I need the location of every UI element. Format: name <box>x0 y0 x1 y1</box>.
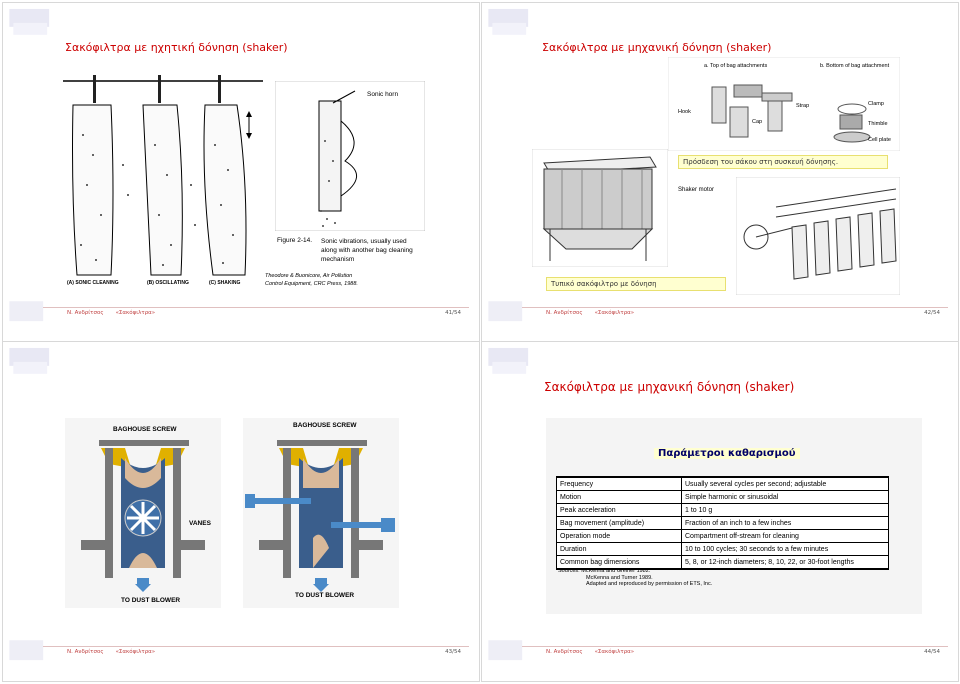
strap-label: Strap <box>796 103 810 109</box>
slide-title: Σακόφιλτρα με μηχανική δόνηση (shaker) <box>544 380 795 394</box>
reference-text: Theodore & Buonicore, Air Pollution Cont… <box>265 273 358 287</box>
param-value-cell: Fraction of an inch to a few inches <box>681 516 889 530</box>
param-value-cell: Compartment off-stream for cleaning <box>681 529 889 543</box>
param-name-cell: Bag movement (amplitude) <box>556 516 682 530</box>
param-value-cell: Simple harmonic or sinusoidal <box>681 490 889 504</box>
caption-sonic-cleaning: (A) SONIC CLEANING <box>67 280 119 286</box>
footer-page: 41/54 <box>445 310 461 316</box>
cell-plate-label: Cell plate <box>868 137 891 143</box>
params-title: Παράμετροι καθαρισμού <box>654 448 800 459</box>
slide-decoration <box>488 347 529 661</box>
vanes-label: VANES <box>189 520 211 527</box>
param-value-cell: 1 to 10 g <box>681 503 889 517</box>
param-value-cell: 5, 8, or 12-inch diameters; 8, 10, 22, o… <box>681 555 889 570</box>
blower-label-left: TO DUST BLOWER <box>121 597 181 604</box>
param-name-cell: Common bag dimensions <box>556 555 682 570</box>
footer-page: 43/54 <box>445 649 461 655</box>
sonic-horn-figure <box>275 81 425 231</box>
slide-decoration <box>488 8 529 322</box>
slide-43: BAGHOUSE SCREW VANES TO DUST BLOWER BAGH… <box>2 341 480 682</box>
footer-line <box>43 307 469 308</box>
footer: Ν. Ανδρίτσος «Σακόφιλτρα» 44/54 <box>546 649 940 655</box>
slide-title: Σακόφιλτρα με μηχανική δόνηση (shaker) <box>542 41 772 54</box>
blower-label-right: TO DUST BLOWER <box>295 592 355 599</box>
figure-number: Figure 2-14. <box>277 237 313 244</box>
slide-41: Σακόφιλτρα με ηχητική δόνηση (shaker) (A… <box>2 2 480 343</box>
footer-author: Ν. Ανδρίτσος <box>546 310 583 316</box>
sources: Sources: McKenna and Greiner 1982. McKen… <box>558 568 712 588</box>
shaker-motor-label: Shaker motor <box>678 187 715 193</box>
baghouse-screw-shaker-diagram <box>243 418 399 608</box>
param-name-cell: Motion <box>556 490 682 504</box>
slide-decoration <box>9 347 50 661</box>
screw-label-left: BAGHOUSE SCREW <box>113 426 177 433</box>
param-name-cell: Peak acceleration <box>556 503 682 517</box>
attach-caption: Πρόσδεση του σάκου στη συσκευή δόνησης. <box>678 155 888 169</box>
param-name-cell: Operation mode <box>556 529 682 543</box>
footer-topic: «Σακόφιλτρα» <box>594 310 635 316</box>
source-line: McKenna and Turner 1989. <box>586 574 653 581</box>
shaker-baghouse-figure <box>532 149 668 267</box>
figure-text: Sonic vibrations, usually used along wit… <box>321 238 413 263</box>
hook-label: Hook <box>678 109 691 115</box>
baghouse-screw-vanes-diagram <box>65 418 221 608</box>
thimble-label: Thimble <box>868 121 888 127</box>
clamp-label: Clamp <box>868 101 884 107</box>
source-line: Sources: McKenna and Greiner 1982. <box>558 568 651 574</box>
caption-oscillating: (B) OSCILLATING <box>147 280 189 286</box>
sonic-horn-label: Sonic horn <box>367 91 399 98</box>
shaker-mechanism-figure <box>736 177 900 295</box>
footer-topic: «Σακόφιλτρα» <box>115 649 156 655</box>
slide-42: Σακόφιλτρα με μηχανική δόνηση (shaker) a… <box>481 2 959 343</box>
footer: Ν. Ανδρίτσος «Σακόφιλτρα» 42/54 <box>546 310 940 316</box>
typical-caption: Τυπικό σακόφιλτρο με δόνηση <box>546 277 726 291</box>
footer-author: Ν. Ανδρίτσος <box>67 649 104 655</box>
screw-label-right: BAGHOUSE SCREW <box>293 422 357 429</box>
slide-44: Σακόφιλτρα με μηχανική δόνηση (shaker) Π… <box>481 341 959 682</box>
sonic-bags-figure <box>63 75 263 295</box>
footer-line <box>43 646 469 647</box>
slide-title: Σακόφιλτρα με ηχητική δόνηση (shaker) <box>65 41 288 54</box>
footer-line <box>522 307 948 308</box>
param-value-cell: 10 to 100 cycles; 30 seconds to a few mi… <box>681 542 889 556</box>
footer-author: Ν. Ανδρίτσος <box>67 310 104 316</box>
footer-topic: «Σακόφιλτρα» <box>115 310 156 316</box>
param-name-cell: Duration <box>556 542 682 556</box>
table-row: Bag movement (amplitude)Fraction of an i… <box>556 516 889 530</box>
caption-shaking: (C) SHAKING <box>209 280 241 286</box>
footer-page: 44/54 <box>924 649 940 655</box>
source-line: Adapted and reproduced by permission of … <box>586 581 713 587</box>
bag-attachment-figure <box>668 57 900 151</box>
footer-line <box>522 646 948 647</box>
footer: Ν. Ανδρίτσος «Σακόφιλτρα» 41/54 <box>67 310 461 316</box>
param-name-cell: Frequency <box>556 476 682 491</box>
footer-author: Ν. Ανδρίτσος <box>546 649 583 655</box>
param-value-cell: Usually several cycles per second; adjus… <box>681 476 889 491</box>
cap-label: Cap <box>752 119 763 125</box>
top-attach-label: a. Top of bag attachments <box>704 63 768 69</box>
footer-page: 42/54 <box>924 310 940 316</box>
slide-decoration <box>9 8 50 322</box>
footer-topic: «Σακόφιλτρα» <box>594 649 635 655</box>
footer: Ν. Ανδρίτσος «Σακόφιλτρα» 43/54 <box>67 649 461 655</box>
bottom-attach-label: b. Bottom of bag attachment <box>820 63 890 69</box>
